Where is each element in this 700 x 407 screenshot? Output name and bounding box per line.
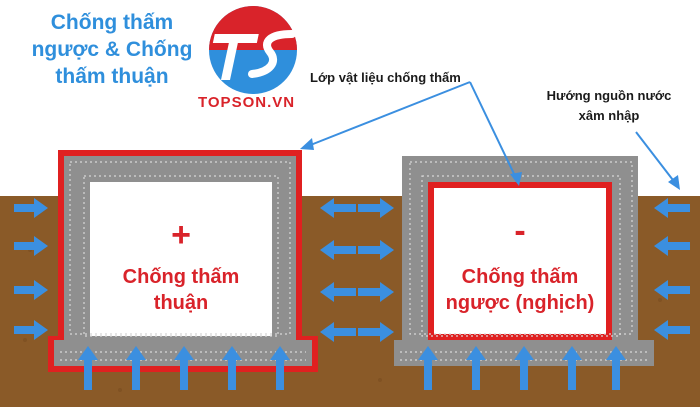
arrow-right-3 [654, 280, 690, 300]
arrow-mid-l-1 [320, 198, 356, 218]
brand-name: TOPSON.VN [198, 94, 296, 111]
arrow-up-left-4 [222, 346, 242, 390]
arrow-mid-r-1 [358, 198, 394, 218]
arrow-up-left-1 [78, 346, 98, 390]
soil-texture [23, 248, 662, 392]
arrow-mid-r-2 [358, 240, 394, 260]
positive-sign: + [171, 216, 191, 254]
pointer-lines [300, 81, 680, 190]
left-box-line-1: Chống thấm [122, 266, 240, 288]
arrow-up-right-4 [562, 346, 582, 390]
arrow-up-right-3 [514, 346, 534, 390]
arrow-up-left-5 [270, 346, 290, 390]
logo-mark [209, 6, 297, 94]
right-box-line-2: ngược (nghịch) [445, 292, 595, 314]
arrow-up-right-2 [466, 346, 486, 390]
right-box-line-1: Chống thấm [461, 266, 579, 288]
arrow-mid-l-4 [320, 322, 356, 342]
arrow-up-left-3 [174, 346, 194, 390]
arrow-mid-r-3 [358, 282, 394, 302]
title-line-3: thấm thuận [55, 65, 169, 88]
water-direction-label-1: Hướng nguồn nước [546, 88, 672, 103]
arrow-up-right-1 [418, 346, 438, 390]
water-arrows [14, 198, 690, 390]
arrow-right-4 [654, 320, 690, 340]
water-direction-label-2: xâm nhập [578, 108, 640, 123]
arrow-left-4 [14, 320, 48, 340]
left-room [90, 182, 272, 336]
right-structure [394, 156, 654, 366]
left-box-line-2: thuận [153, 292, 209, 314]
arrow-left-1 [14, 198, 48, 218]
arrow-up-left-2 [126, 346, 146, 390]
arrow-left-2 [14, 236, 48, 256]
arrow-mid-r-4 [358, 322, 394, 342]
arrow-left-3 [14, 280, 48, 300]
title-line-1: Chống thấm [50, 11, 174, 34]
arrow-right-2 [654, 236, 690, 256]
arrow-mid-l-2 [320, 240, 356, 260]
left-structure [48, 150, 318, 372]
arrow-mid-l-3 [320, 282, 356, 302]
negative-sign: - [514, 212, 526, 250]
arrow-right-1 [654, 198, 690, 218]
membrane-label: Lớp vật liệu chống thấm [310, 70, 461, 85]
arrow-up-right-5 [606, 346, 626, 390]
right-room [434, 188, 606, 334]
title-line-2: ngược & Chống [31, 38, 193, 61]
